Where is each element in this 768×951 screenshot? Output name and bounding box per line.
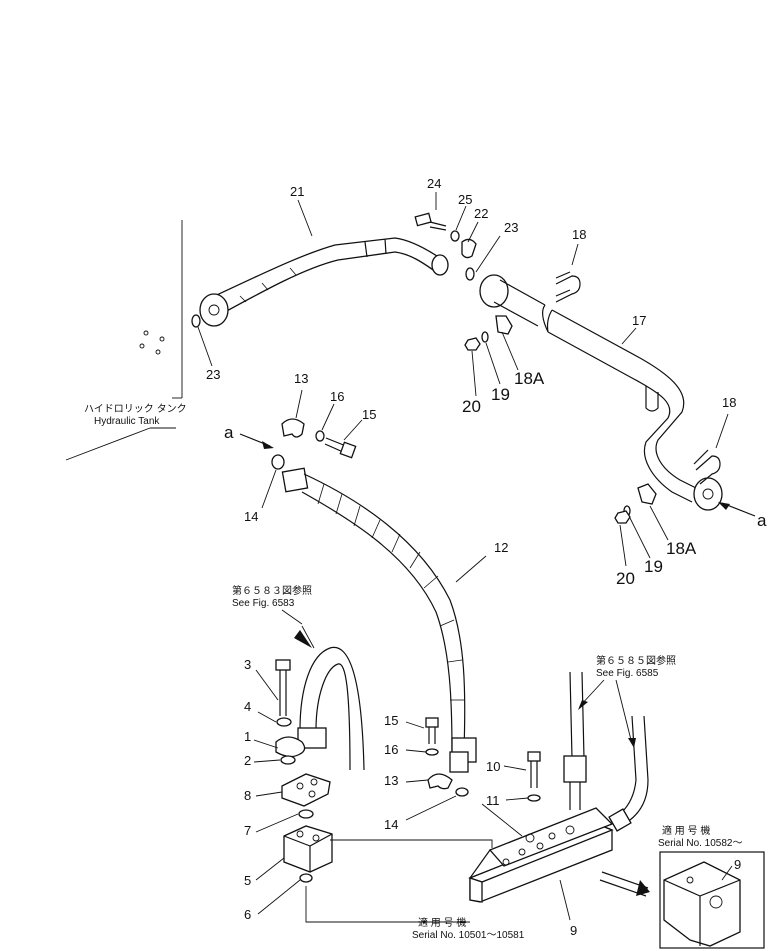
- label-4: 4: [244, 699, 252, 714]
- washer-11: [527, 794, 541, 802]
- o-ring-23-right: [465, 267, 475, 281]
- label-20-lower: 20: [616, 569, 635, 588]
- label-16-lower: 16: [384, 742, 399, 757]
- bolt-3: [275, 659, 291, 716]
- label-6: 6: [244, 907, 252, 922]
- label-arrow-a-left: a: [224, 423, 234, 442]
- split-flange-13-upper: [281, 418, 305, 438]
- fig-6583-jp: 第６５８３図参照: [232, 586, 312, 597]
- label-23-left: 23: [206, 367, 221, 382]
- label-13-upper: 13: [294, 371, 309, 386]
- o-ring-6: [299, 873, 313, 883]
- label-8: 8: [244, 788, 252, 803]
- washer-4: [276, 717, 292, 727]
- label-15-lower: 15: [384, 713, 399, 728]
- label-5: 5: [244, 873, 252, 888]
- hydraulic-tank-note: ハイドロリック タンク Hydraulic Tank: [84, 404, 187, 427]
- left-stack-leaders: [253, 669, 301, 915]
- pipe-21: [199, 237, 449, 327]
- fig-6583-en: See Fig. 6583: [232, 597, 295, 609]
- label-24: 24: [427, 176, 442, 191]
- washer-25: [450, 230, 460, 242]
- u-bolt-18-lower: [693, 413, 729, 485]
- label-18A-upper: 18A: [514, 369, 545, 388]
- label-14-lower: 14: [384, 817, 399, 832]
- o-ring-2: [280, 755, 296, 765]
- arrow-a-left: [239, 433, 274, 449]
- serial-10582-jp: 適 用 号 機: [662, 826, 711, 837]
- serial-note-10582: 適 用 号 機 Serial No. 10582～: [658, 826, 743, 849]
- block-connection-lines: [305, 803, 523, 923]
- o-ring-14-upper: [271, 454, 285, 470]
- fig-6585-en: See Fig. 6585: [596, 667, 659, 679]
- washer-16-lower: [425, 748, 439, 756]
- label-3: 3: [244, 657, 252, 672]
- label-14-upper: 14: [244, 509, 259, 524]
- label-25: 25: [458, 192, 473, 207]
- label-21: 21: [290, 184, 305, 199]
- washer-16-upper: [315, 430, 325, 442]
- flange-8: [281, 773, 331, 807]
- arrow-a-right: [718, 502, 756, 517]
- label-19-lower: 19: [644, 557, 663, 576]
- label-13-lower: 13: [384, 773, 399, 788]
- valve-block-9: [468, 807, 614, 921]
- o-ring-7: [298, 809, 314, 819]
- bolt-24: [414, 212, 447, 231]
- label-17: 17: [632, 313, 647, 328]
- label-2: 2: [244, 753, 252, 768]
- label-9-block: 9: [570, 923, 578, 938]
- split-flange-13-lower: [427, 773, 453, 790]
- label-20-upper: 20: [462, 397, 481, 416]
- label-9-inset: 9: [734, 857, 742, 872]
- tank-flange-bolt-pattern: [139, 330, 165, 355]
- serial-10582-en: Serial No. 10582～: [658, 837, 743, 849]
- hose-fig-6583: [281, 609, 365, 771]
- label-18-lower: 18: [722, 395, 737, 410]
- fig-6583-note: 第６５８３図参照 See Fig. 6583: [232, 586, 312, 609]
- serial-note-10501: 適 用 号 機 Serial No. 10501～10581: [412, 918, 524, 941]
- serial-10501-en: Serial No. 10501～10581: [412, 929, 525, 941]
- pipe-17: [479, 274, 723, 511]
- label-22: 22: [474, 206, 489, 221]
- block-5: [283, 825, 333, 873]
- hose-12: [281, 467, 477, 773]
- label-19-upper: 19: [491, 385, 510, 404]
- bolt-10: [527, 751, 541, 788]
- inset-box: [659, 851, 765, 949]
- label-11: 11: [486, 793, 500, 808]
- washer-19-upper: [481, 331, 489, 343]
- label-23-right: 23: [504, 220, 519, 235]
- label-10: 10: [486, 759, 501, 774]
- split-flange-22: [461, 238, 477, 259]
- label-1: 1: [244, 729, 252, 744]
- label-7: 7: [244, 823, 252, 838]
- nut-20-upper: [464, 337, 481, 351]
- u-bolt-18-upper: [555, 243, 581, 303]
- label-18-upper: 18: [572, 227, 587, 242]
- label-18A-lower: 18A: [666, 539, 697, 558]
- label-arrow-a-right: a: [757, 511, 767, 530]
- serial-10501-jp: 適 用 号 機: [418, 918, 467, 929]
- o-ring-14-lower: [455, 787, 469, 797]
- plate-18A-upper: [495, 315, 513, 335]
- o-ring-23-left: [191, 314, 201, 328]
- fig-6585-note: 第６５８５図参照 See Fig. 6585: [596, 656, 676, 679]
- label-15-upper: 15: [362, 407, 377, 422]
- bolt-15-lower: [425, 717, 439, 744]
- hose-fig-6585: [563, 671, 649, 832]
- bolt-15-upper: [324, 437, 357, 459]
- hydraulic-tank-jp: ハイドロリック タンク: [84, 404, 187, 415]
- label-16-upper: 16: [330, 389, 345, 404]
- label-12: 12: [494, 540, 509, 555]
- inset-pointer-bolt: [599, 871, 650, 897]
- hydraulic-tank-en: Hydraulic Tank: [94, 415, 160, 427]
- fig-6585-jp: 第６５８５図参照: [596, 656, 676, 667]
- hydraulic-tank-leader: [65, 220, 183, 461]
- plate-18A-lower: [637, 483, 657, 505]
- nut-20-lower: [614, 510, 631, 524]
